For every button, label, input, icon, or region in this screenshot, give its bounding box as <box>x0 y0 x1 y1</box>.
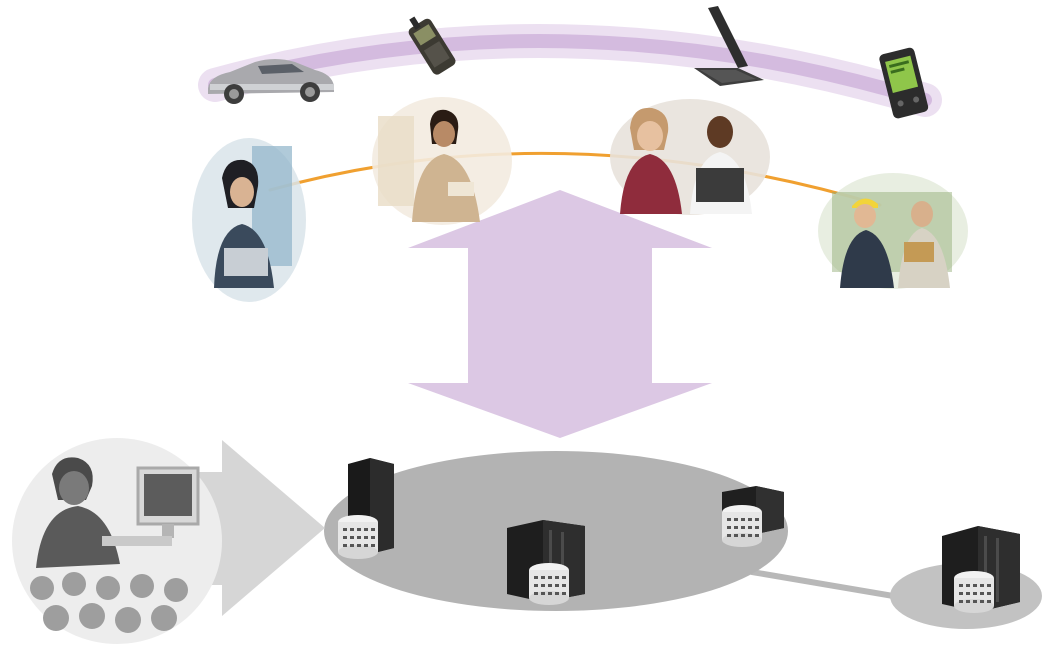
cluster-link <box>749 569 908 601</box>
user-at-computer-crowd-photo <box>12 438 222 644</box>
woman-on-phone-photo <box>372 96 512 226</box>
people-arc <box>268 151 882 207</box>
pda-icon <box>872 44 936 124</box>
meeting-group-photo <box>610 98 770 216</box>
car-icon <box>200 48 340 108</box>
laptop-icon <box>688 4 768 92</box>
woman-at-laptop-photo <box>192 138 307 303</box>
mobile-phone-icon <box>400 12 462 78</box>
small-server-icon <box>716 482 788 550</box>
double-arrow <box>408 190 712 438</box>
mainframe-server-icon <box>503 514 587 606</box>
field-workers-photo <box>818 172 968 290</box>
remote-mainframe-server-icon <box>938 520 1022 616</box>
input-arrow <box>190 440 325 616</box>
tower-server-icon <box>334 456 400 560</box>
device-arc <box>198 23 942 117</box>
